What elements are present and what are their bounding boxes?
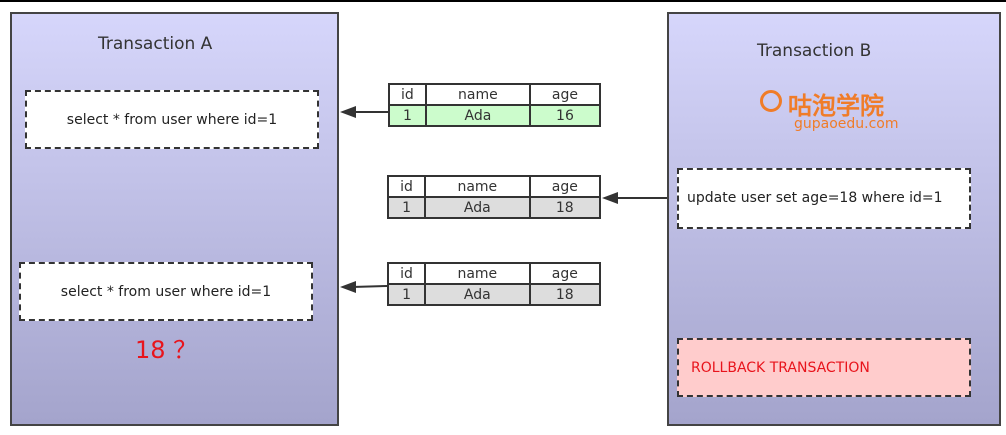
query-box-1: select * from user where id=1: [25, 90, 319, 149]
header-name: name: [424, 175, 531, 198]
cell-name: Ada: [424, 104, 531, 127]
header-id: id: [386, 262, 427, 285]
header-name: name: [424, 83, 531, 106]
cell-age: 18: [528, 196, 602, 219]
cell-name: Ada: [424, 283, 531, 306]
header-id: id: [386, 175, 427, 198]
transaction-a-title: Transaction A: [98, 34, 213, 54]
cell-age: 18: [528, 283, 602, 306]
cell-age: 16: [528, 104, 602, 127]
cell-id: 1: [386, 196, 427, 219]
header-id: id: [388, 83, 427, 106]
rollback-box: ROLLBACK TRANSACTION: [677, 338, 971, 397]
cell-name: Ada: [424, 196, 531, 219]
header-age: age: [528, 262, 602, 285]
transaction-a-panel: [10, 12, 339, 426]
header-name: name: [424, 262, 531, 285]
cell-id: 1: [386, 283, 427, 306]
logo-url: gupaoedu.com: [794, 116, 899, 132]
result-note: 18 ？: [135, 336, 198, 364]
cell-id: 1: [388, 104, 427, 127]
header-age: age: [528, 175, 602, 198]
arrow-update-to-table2: [602, 192, 667, 204]
lightbulb-icon: [760, 90, 782, 112]
query-box-2: select * from user where id=1: [19, 262, 313, 321]
update-box: update user set age=18 where id=1: [677, 168, 971, 229]
header-age: age: [528, 83, 602, 106]
logo-name: 咕泡学院: [788, 92, 884, 120]
arrow-table3-to-query2: [340, 281, 388, 293]
top-border: [0, 0, 1006, 2]
arrow-table1-to-query1: [340, 106, 388, 118]
transaction-b-title: Transaction B: [757, 41, 872, 61]
